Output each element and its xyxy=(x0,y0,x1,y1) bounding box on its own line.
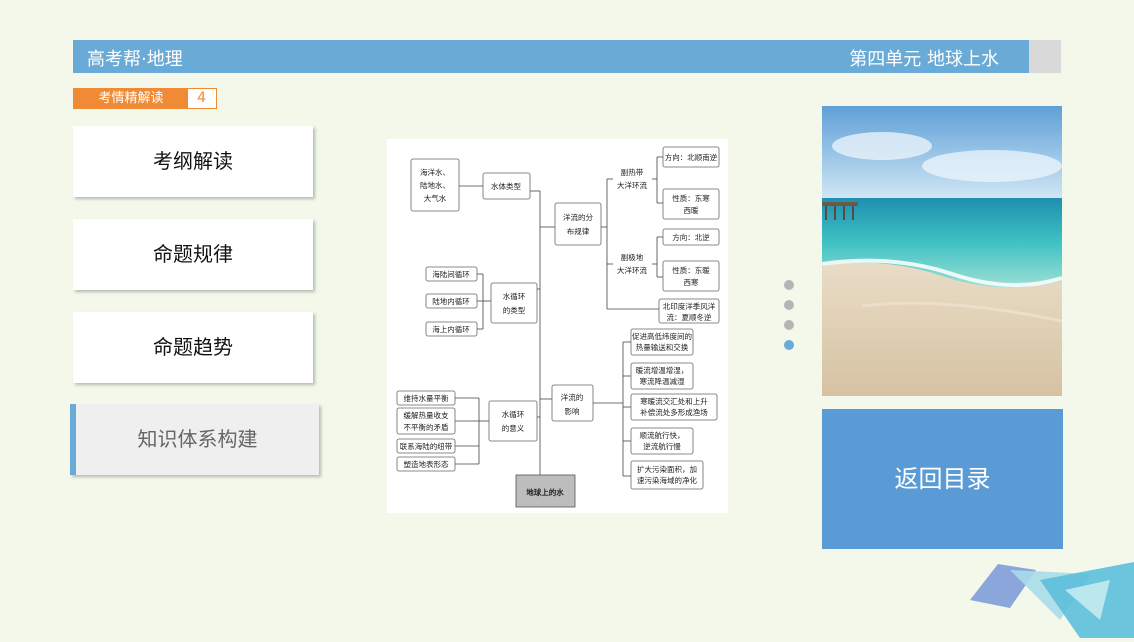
mm-root: 地球上的水 xyxy=(526,487,564,497)
section-tag-number: 4 xyxy=(197,90,206,106)
mm-subtropical-dir: 方向：北顺南逆 xyxy=(665,152,718,162)
mm-water-types: 水体类型 xyxy=(491,181,521,191)
pager-dot-1[interactable] xyxy=(784,280,794,290)
mm-water-type-2: 陆地水、 xyxy=(420,180,450,190)
mm-effect-2a: 暖流增温增湿， xyxy=(636,365,689,375)
mm-meaning-1: 维持水量平衡 xyxy=(404,393,449,403)
mm-cycle-2: 陆地内循环 xyxy=(432,296,470,306)
mm-monsoon-l1: 北印度洋季风洋 xyxy=(663,301,716,311)
mm-subtropical-l2: 大洋环流 xyxy=(617,180,647,190)
mm-subtropical-l1: 副热带 xyxy=(621,167,644,177)
mm-effect-1a: 促进高低纬度间的 xyxy=(632,331,692,341)
mm-cycle-1: 海陆间循环 xyxy=(432,269,470,279)
header-end-block xyxy=(1029,40,1061,73)
mm-meaning-2: 缓解热量收支 xyxy=(404,410,449,420)
return-to-contents-button[interactable]: 返回目录 xyxy=(822,409,1063,549)
mm-cycle-meaning-l1: 水循环 xyxy=(502,409,525,419)
mm-dist-l2: 布规律 xyxy=(567,226,590,236)
unit-title: 第四单元 地球上水 xyxy=(849,49,999,70)
section-tag-label: 考情精解读 xyxy=(74,89,188,108)
mm-meaning-5: 塑造地表形态 xyxy=(404,459,449,469)
slide-pager xyxy=(784,280,794,360)
mm-subpolar-l1: 副极地 xyxy=(621,252,644,262)
mm-subtropical-nature1: 性质：东寒 xyxy=(672,193,710,203)
nav-button-trends[interactable]: 命题趋势 xyxy=(73,312,313,383)
mm-effect-4b: 逆流航行慢 xyxy=(643,441,681,451)
mm-effect-5b: 速污染海域的净化 xyxy=(637,475,697,485)
mm-cycle-3: 海上内循环 xyxy=(432,324,470,334)
mm-cycle-types-l2: 的类型 xyxy=(503,305,526,315)
mm-water-type-1: 海洋水、 xyxy=(420,167,450,177)
mm-monsoon-l2: 流：夏顺冬逆 xyxy=(667,312,712,322)
beach-photo xyxy=(822,106,1062,396)
mm-effect-4a: 顺流航行快， xyxy=(640,430,685,440)
mm-subpolar-l2: 大洋环流 xyxy=(617,265,647,275)
mm-meaning-4: 联系海陆的纽带 xyxy=(400,441,453,451)
mm-subpolar-nature1: 性质：东暖 xyxy=(672,265,710,275)
corner-decoration xyxy=(970,560,1134,642)
mm-effect-l2: 影响 xyxy=(565,406,580,416)
mm-effect-1b: 热量输送和交换 xyxy=(636,342,689,352)
header-bar: 高考帮·地理 第四单元 地球上水 xyxy=(73,40,1029,73)
mm-effect-3b: 补偿流处多形成渔场 xyxy=(640,407,708,417)
mm-water-type-3: 大气水 xyxy=(424,193,447,203)
mm-cycle-meaning-l2: 的意义 xyxy=(502,423,525,433)
pager-dot-4[interactable] xyxy=(784,340,794,350)
mm-dist-l1: 洋流的分 xyxy=(563,212,593,222)
pager-dot-2[interactable] xyxy=(784,300,794,310)
mm-effect-l1: 洋流的 xyxy=(561,392,584,402)
app-title: 高考帮·地理 xyxy=(87,49,183,70)
mm-subpolar-dir: 方向：北逆 xyxy=(672,232,710,242)
mm-cycle-types-l1: 水循环 xyxy=(503,291,526,301)
nav-button-syllabus[interactable]: 考纲解读 xyxy=(73,126,313,197)
mm-meaning-3: 不平衡的矛盾 xyxy=(404,422,449,432)
nav-button-knowledge-system[interactable]: 知识体系构建 xyxy=(70,404,319,475)
section-tag: 考情精解读 4 xyxy=(73,88,217,109)
pager-dot-3[interactable] xyxy=(784,320,794,330)
mm-effect-5a: 扩大污染面积，加 xyxy=(637,464,697,474)
knowledge-mindmap: 海洋水、 陆地水、 大气水 水体类型 海陆间循环 陆地内循环 海上内循环 水循环… xyxy=(387,139,728,513)
mm-subtropical-nature2: 西暖 xyxy=(684,206,699,215)
mm-subpolar-nature2: 西寒 xyxy=(684,277,699,287)
mm-effect-2b: 寒流降温减湿 xyxy=(640,376,685,386)
mm-effect-3a: 寒暖流交汇处和上升 xyxy=(640,396,708,406)
nav-button-patterns[interactable]: 命题规律 xyxy=(73,219,313,290)
